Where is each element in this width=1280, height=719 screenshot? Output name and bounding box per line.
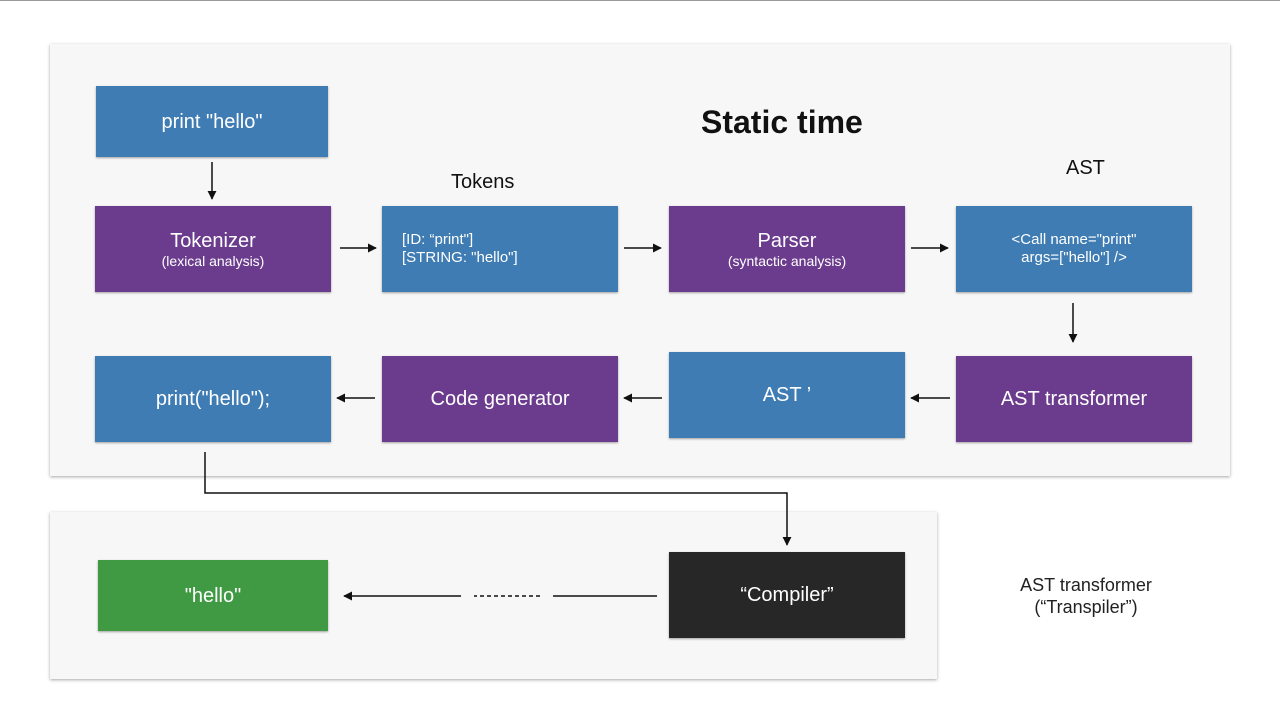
transpiler-note-line-2: (“Transpiler”) [1034, 597, 1138, 617]
tokenizer-subtitle: (lexical analysis) [161, 252, 265, 269]
arrow-output-to-compiler [204, 452, 792, 546]
result-text: "hello" [184, 584, 242, 607]
transpiler-note-line-1: AST transformer [1020, 575, 1152, 595]
parser-title: Parser [757, 229, 817, 252]
ast-line-2: args=["hello"] /> [1021, 249, 1127, 266]
transpiler-note: AST transformer (“Transpiler”) [996, 574, 1176, 618]
compiler-text: “Compiler” [740, 584, 834, 606]
source-code-text: print "hello" [161, 110, 263, 133]
source-code-box: print "hello" [96, 86, 328, 157]
top-divider [0, 0, 1280, 1]
ast-line-1: <Call name="print" [1011, 231, 1137, 248]
output-code-box: print("hello"); [95, 356, 331, 442]
tokens-box: [ID: “print"] [STRING: "hello"] [382, 206, 618, 292]
parser-subtitle: (syntactic analysis) [727, 252, 847, 269]
result-box: "hello" [98, 560, 328, 631]
tokens-label: Tokens [451, 171, 515, 193]
ast-transformer-text: AST transformer [1000, 388, 1148, 410]
panel-title: Static time [701, 104, 863, 140]
ast-prime-box: AST ’ [669, 352, 905, 438]
code-generator-box: Code generator [382, 356, 618, 442]
token-id: [ID: “print"] [402, 231, 474, 248]
compiler-box: “Compiler” [669, 552, 905, 638]
ast-transformer-box: AST transformer [956, 356, 1192, 442]
code-generator-text: Code generator [430, 388, 570, 410]
ast-prime-text: AST ’ [762, 384, 812, 406]
ast-box: <Call name="print" args=["hello"] /> [956, 206, 1192, 292]
token-string: [STRING: "hello"] [402, 249, 518, 266]
parser-box: Parser (syntactic analysis) [669, 206, 905, 292]
tokenizer-box: Tokenizer (lexical analysis) [95, 206, 331, 292]
tokenizer-title: Tokenizer [170, 229, 256, 252]
ast-label: AST [1066, 157, 1105, 179]
output-code-text: print("hello"); [155, 388, 271, 410]
